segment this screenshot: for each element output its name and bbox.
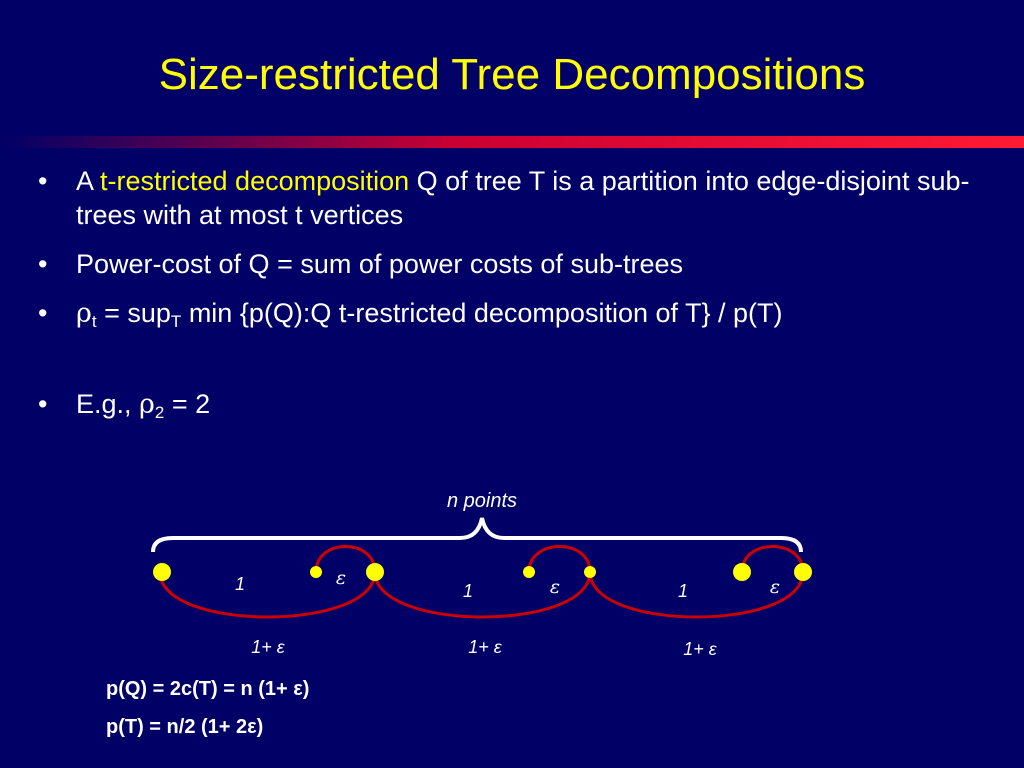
rho-symbol: ρ [76, 298, 92, 329]
point [310, 566, 322, 578]
arc-cost-label: 1+ ε [468, 637, 503, 657]
title-divider [0, 136, 1024, 148]
bullet-text-pre: E.g., [76, 389, 140, 419]
formula-pt: p(T) = n/2 (1+ 2ε) [106, 716, 264, 738]
bullet-rho-definition: • ρt = supT min {p(Q):Q t-restricted dec… [38, 296, 988, 339]
bullet-marker: • [38, 389, 48, 419]
bullet-list: • A t-restricted decomposition Q of tree… [38, 164, 988, 445]
curly-brace [151, 517, 803, 553]
arc-cost-label: 1+ ε [683, 639, 718, 659]
brace-label: n points [447, 490, 517, 512]
bullet-text-mid: = sup [96, 298, 171, 328]
highlighted-term: t-restricted decomposition [100, 166, 410, 196]
bullet-text: Power-cost of Q = sum of power costs of … [76, 249, 683, 279]
arc-top-3 [740, 545, 805, 573]
epsilon-label: ε [550, 576, 560, 598]
edge-label: 1 [463, 581, 473, 601]
formula-pq: p(Q) = 2c(T) = n (1+ ε) [106, 678, 310, 700]
point [733, 563, 751, 581]
bullet-marker: • [38, 166, 48, 196]
rho-subscript: t [91, 312, 97, 331]
bullet-power-cost: • Power-cost of Q = sum of power costs o… [38, 247, 988, 281]
rho-symbol: ρ [139, 389, 155, 420]
arc-top-1 [314, 545, 377, 573]
epsilon-label: ε [770, 576, 780, 598]
edge-label: 1 [235, 574, 245, 594]
sup-subscript: T [170, 312, 182, 331]
bullet-example: • E.g., ρ2 = 2 [38, 387, 988, 430]
arc-cost-label: 1+ ε [251, 637, 286, 657]
arc-top-2 [527, 545, 592, 573]
slide-title: Size-restricted Tree Decompositions [158, 50, 866, 99]
bullet-text-post: = 2 [164, 389, 211, 419]
point [794, 563, 812, 581]
edge-label: 1 [678, 581, 688, 601]
bullet-text-pre: A [76, 166, 101, 196]
arc-bottom-2 [373, 571, 592, 619]
bullet-text-post: min {p(Q):Q t-restricted decomposition o… [181, 298, 783, 328]
epsilon-label: ε [336, 567, 346, 589]
bullet-text-post: Q of tree T is a partition into edge-dis… [76, 166, 970, 230]
point [584, 566, 596, 578]
arc-bottom-1 [158, 571, 377, 619]
point [153, 563, 171, 581]
bullet-definition: • A t-restricted decomposition Q of tree… [38, 164, 988, 232]
bullet-marker: • [38, 298, 48, 328]
point [523, 566, 535, 578]
rho-subscript: 2 [154, 403, 165, 422]
bullet-marker: • [38, 249, 48, 279]
point [366, 563, 384, 581]
arc-bottom-3 [588, 571, 805, 619]
